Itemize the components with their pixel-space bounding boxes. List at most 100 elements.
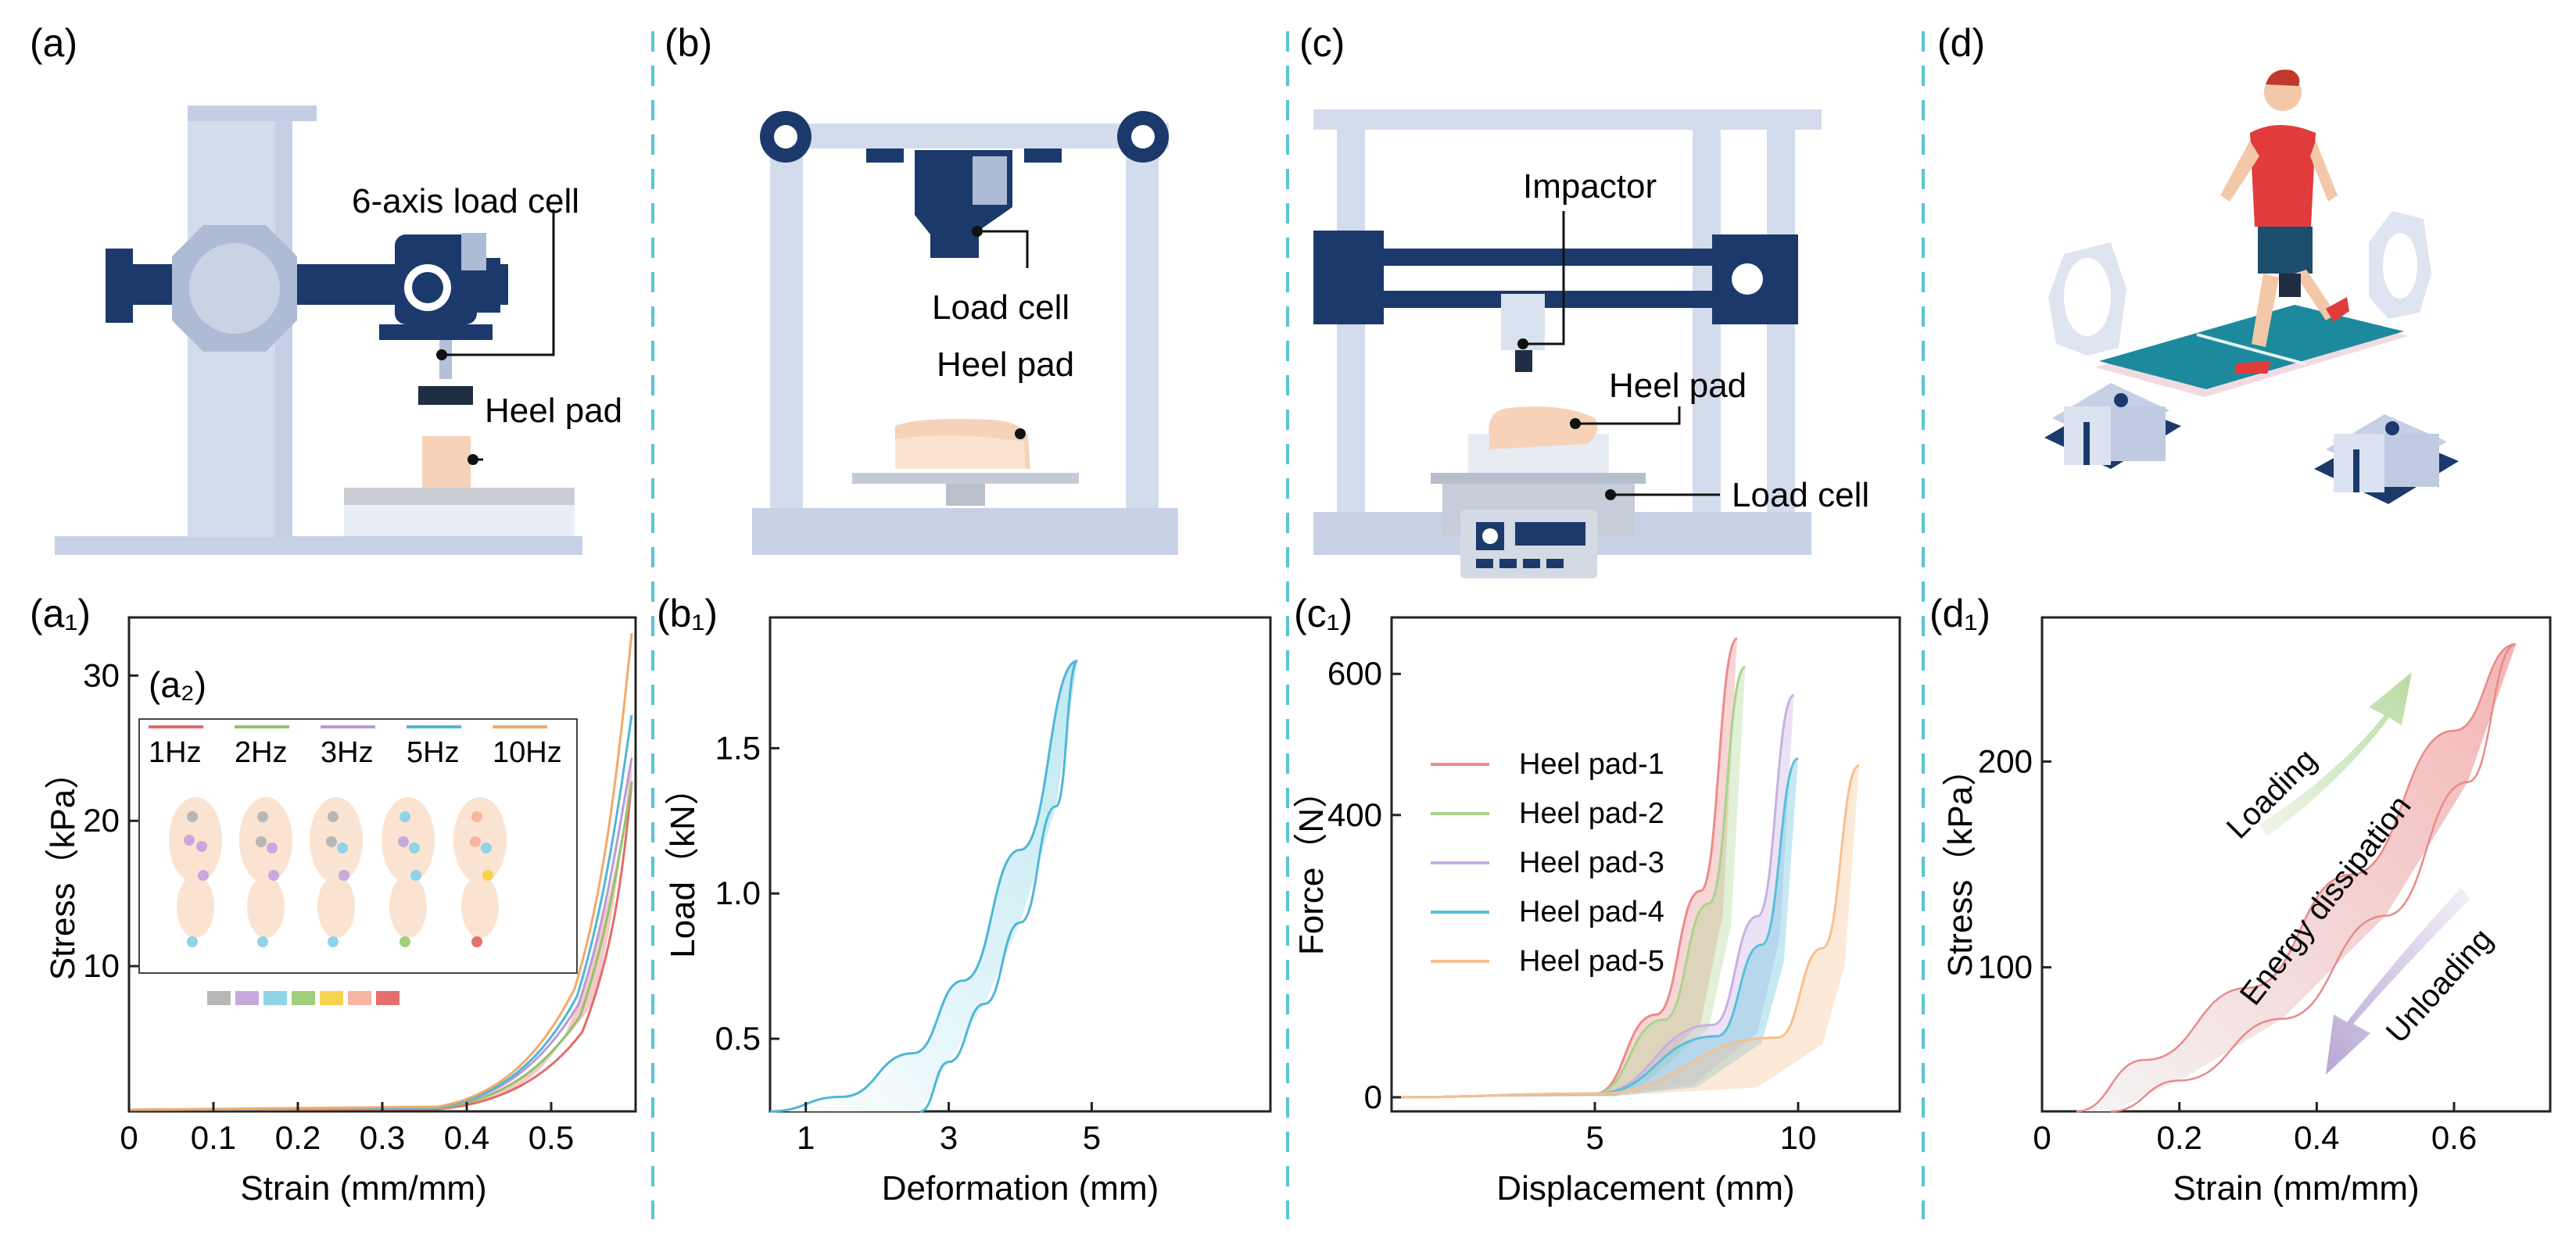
callout-impactor: Impactor <box>1523 167 1657 206</box>
legend-label: Heel pad-4 <box>1519 896 1664 928</box>
legend-label: 10Hz <box>493 736 562 769</box>
chart-c1-label: (c₁) <box>1294 592 1352 635</box>
chart-d1-ylabel: Stress（kPa） <box>1941 752 1979 978</box>
chart-a1-xlabel: Strain (mm/mm) <box>240 1169 486 1208</box>
legend-label: Heel pad-1 <box>1519 748 1664 781</box>
x-tick-label: 0 <box>2033 1119 2051 1156</box>
panel-a-illustration: (a) 6-axis load cell Heel pad <box>30 21 622 555</box>
series-line-5Hz <box>128 714 633 1111</box>
chart-b1-ticks: 1 3 5 0.5 1.0 1.5 <box>715 729 1101 1156</box>
chart-b1-loading-curve <box>769 660 1078 1113</box>
x-tick-label: 0.2 <box>2156 1119 2202 1156</box>
inset-a2-legend: 1Hz 2Hz 3Hz 5Hz 10Hz <box>149 725 562 769</box>
panel-b-label: (b) <box>665 21 712 65</box>
legend-label: Heel pad-5 <box>1519 945 1664 978</box>
callout-6axis-load-cell: 6-axis load cell <box>352 182 579 220</box>
x-tick-label: 1 <box>797 1119 815 1156</box>
y-tick-label: 0.5 <box>715 1020 761 1057</box>
chart-d1-frame <box>2040 616 2552 1113</box>
chart-c1-ylabel: Force（N） <box>1292 774 1331 955</box>
inset-a2-feet <box>169 797 507 947</box>
chart-c1-frame <box>1390 616 1901 1113</box>
legend-label: Heel pad-3 <box>1519 846 1664 879</box>
panel-a-label: (a) <box>30 21 77 65</box>
unloading-arrow-icon <box>2326 888 2470 1075</box>
chart-b1-xlabel: Deformation (mm) <box>882 1169 1159 1208</box>
y-tick-label: 400 <box>1327 796 1382 833</box>
panel-c-label: (c) <box>1299 21 1345 65</box>
scale-swatch <box>263 991 287 1005</box>
y-tick-label: 0 <box>1364 1079 1382 1115</box>
y-tick-label: 20 <box>83 802 120 839</box>
chart-b1-label: (b₁) <box>657 592 718 635</box>
x-tick-label: 0.4 <box>2294 1119 2339 1156</box>
chart-b1-hysteresis-area <box>770 660 1078 1111</box>
y-tick-label: 200 <box>1978 742 2033 779</box>
x-tick-label: 0.6 <box>2431 1119 2477 1156</box>
y-tick-label: 30 <box>83 657 120 693</box>
legend-label: 5Hz <box>407 736 460 769</box>
x-tick-label: 0 <box>120 1119 138 1156</box>
chart-b1-frame <box>769 616 1272 1113</box>
chart-d1: (d₁) Loading Energy dissipation Unloadin… <box>1929 592 2552 1208</box>
y-tick-label: 100 <box>1978 949 2033 986</box>
callout-heel-pad-c: Heel pad <box>1609 367 1747 405</box>
scale-swatch <box>235 991 259 1005</box>
callout-load-cell-c: Load cell <box>1732 476 1869 514</box>
scale-swatch <box>292 991 315 1005</box>
x-tick-label: 0.4 <box>444 1119 489 1156</box>
inset-a2-colorscale <box>207 991 399 1005</box>
legend-label: 3Hz <box>321 736 374 769</box>
x-tick-label: 0.2 <box>275 1119 321 1156</box>
y-tick-label: 1.5 <box>715 729 761 766</box>
chart-b1: (b₁) 1 3 5 0.5 1.0 1.5 Deformation (mm) Load（… <box>657 592 1272 1208</box>
callout-heel-pad-b: Heel pad <box>937 345 1074 384</box>
scale-swatch <box>320 991 343 1005</box>
annotation-unloading: Unloading <box>2380 922 2499 1050</box>
x-tick-label: 0.1 <box>191 1119 236 1156</box>
scale-swatch <box>207 991 231 1005</box>
x-tick-label: 5 <box>1083 1119 1101 1156</box>
x-tick-label: 0.3 <box>360 1119 405 1156</box>
chart-a1-ticks: 0 0.1 0.2 0.3 0.4 0.5 10 20 30 <box>83 657 574 1156</box>
x-tick-label: 5 <box>1585 1119 1603 1156</box>
legend-label: 1Hz <box>149 736 202 769</box>
chart-d1-ticks: 0 0.2 0.4 0.6 100 200 <box>1978 742 2477 1156</box>
scale-swatch <box>348 991 371 1005</box>
callout-load-cell-b: Load cell <box>932 288 1069 327</box>
inset-a2-label: (a₂) <box>149 664 206 705</box>
panel-d-label: (d) <box>1937 21 1985 65</box>
series-line-1Hz <box>128 781 633 1111</box>
chart-d1-unloading-curve <box>2110 642 2517 1113</box>
chart-d1-xlabel: Strain (mm/mm) <box>2173 1169 2419 1208</box>
chart-c1-xlabel: Displacement (mm) <box>1496 1169 1794 1208</box>
legend-label: Heel pad-2 <box>1519 797 1664 830</box>
series-line <box>1391 764 1860 1099</box>
chart-d1-label: (d₁) <box>1929 592 1990 635</box>
chart-b1-ylabel: Load（kN） <box>664 771 702 958</box>
x-tick-label: 10 <box>1780 1119 1817 1156</box>
panel-d-illustration: (d) <box>1937 21 2459 504</box>
callout-heel-pad-a: Heel pad <box>485 392 622 430</box>
chart-a1: (a₁) (a₂) 1Hz 2Hz 3Hz 5Hz 10Hz 0 0.1 0.2 0.3 0.4… <box>30 592 637 1208</box>
chart-d1-loading-curve <box>2076 642 2517 1113</box>
series-line-10Hz <box>128 632 633 1111</box>
y-tick-label: 1.0 <box>715 875 761 911</box>
scale-swatch <box>376 991 399 1005</box>
x-tick-label: 3 <box>940 1119 958 1156</box>
y-tick-label: 10 <box>83 947 120 984</box>
loading-arrow-icon <box>2259 672 2412 836</box>
chart-a1-label: (a₁) <box>30 592 91 635</box>
chart-d1-hysteresis-area <box>2076 644 2517 1111</box>
chart-c1-curves <box>1391 637 1860 1099</box>
x-tick-label: 0.5 <box>528 1119 574 1156</box>
panel-c-illustration: (c) Impactor Heel pad Load cell <box>1299 21 1869 578</box>
legend-label: 2Hz <box>235 736 288 769</box>
series-line-2Hz <box>128 781 633 1111</box>
chart-b1-unloading-curve <box>919 660 1079 1113</box>
chart-a1-ylabel: Stress（kPa） <box>44 755 82 981</box>
